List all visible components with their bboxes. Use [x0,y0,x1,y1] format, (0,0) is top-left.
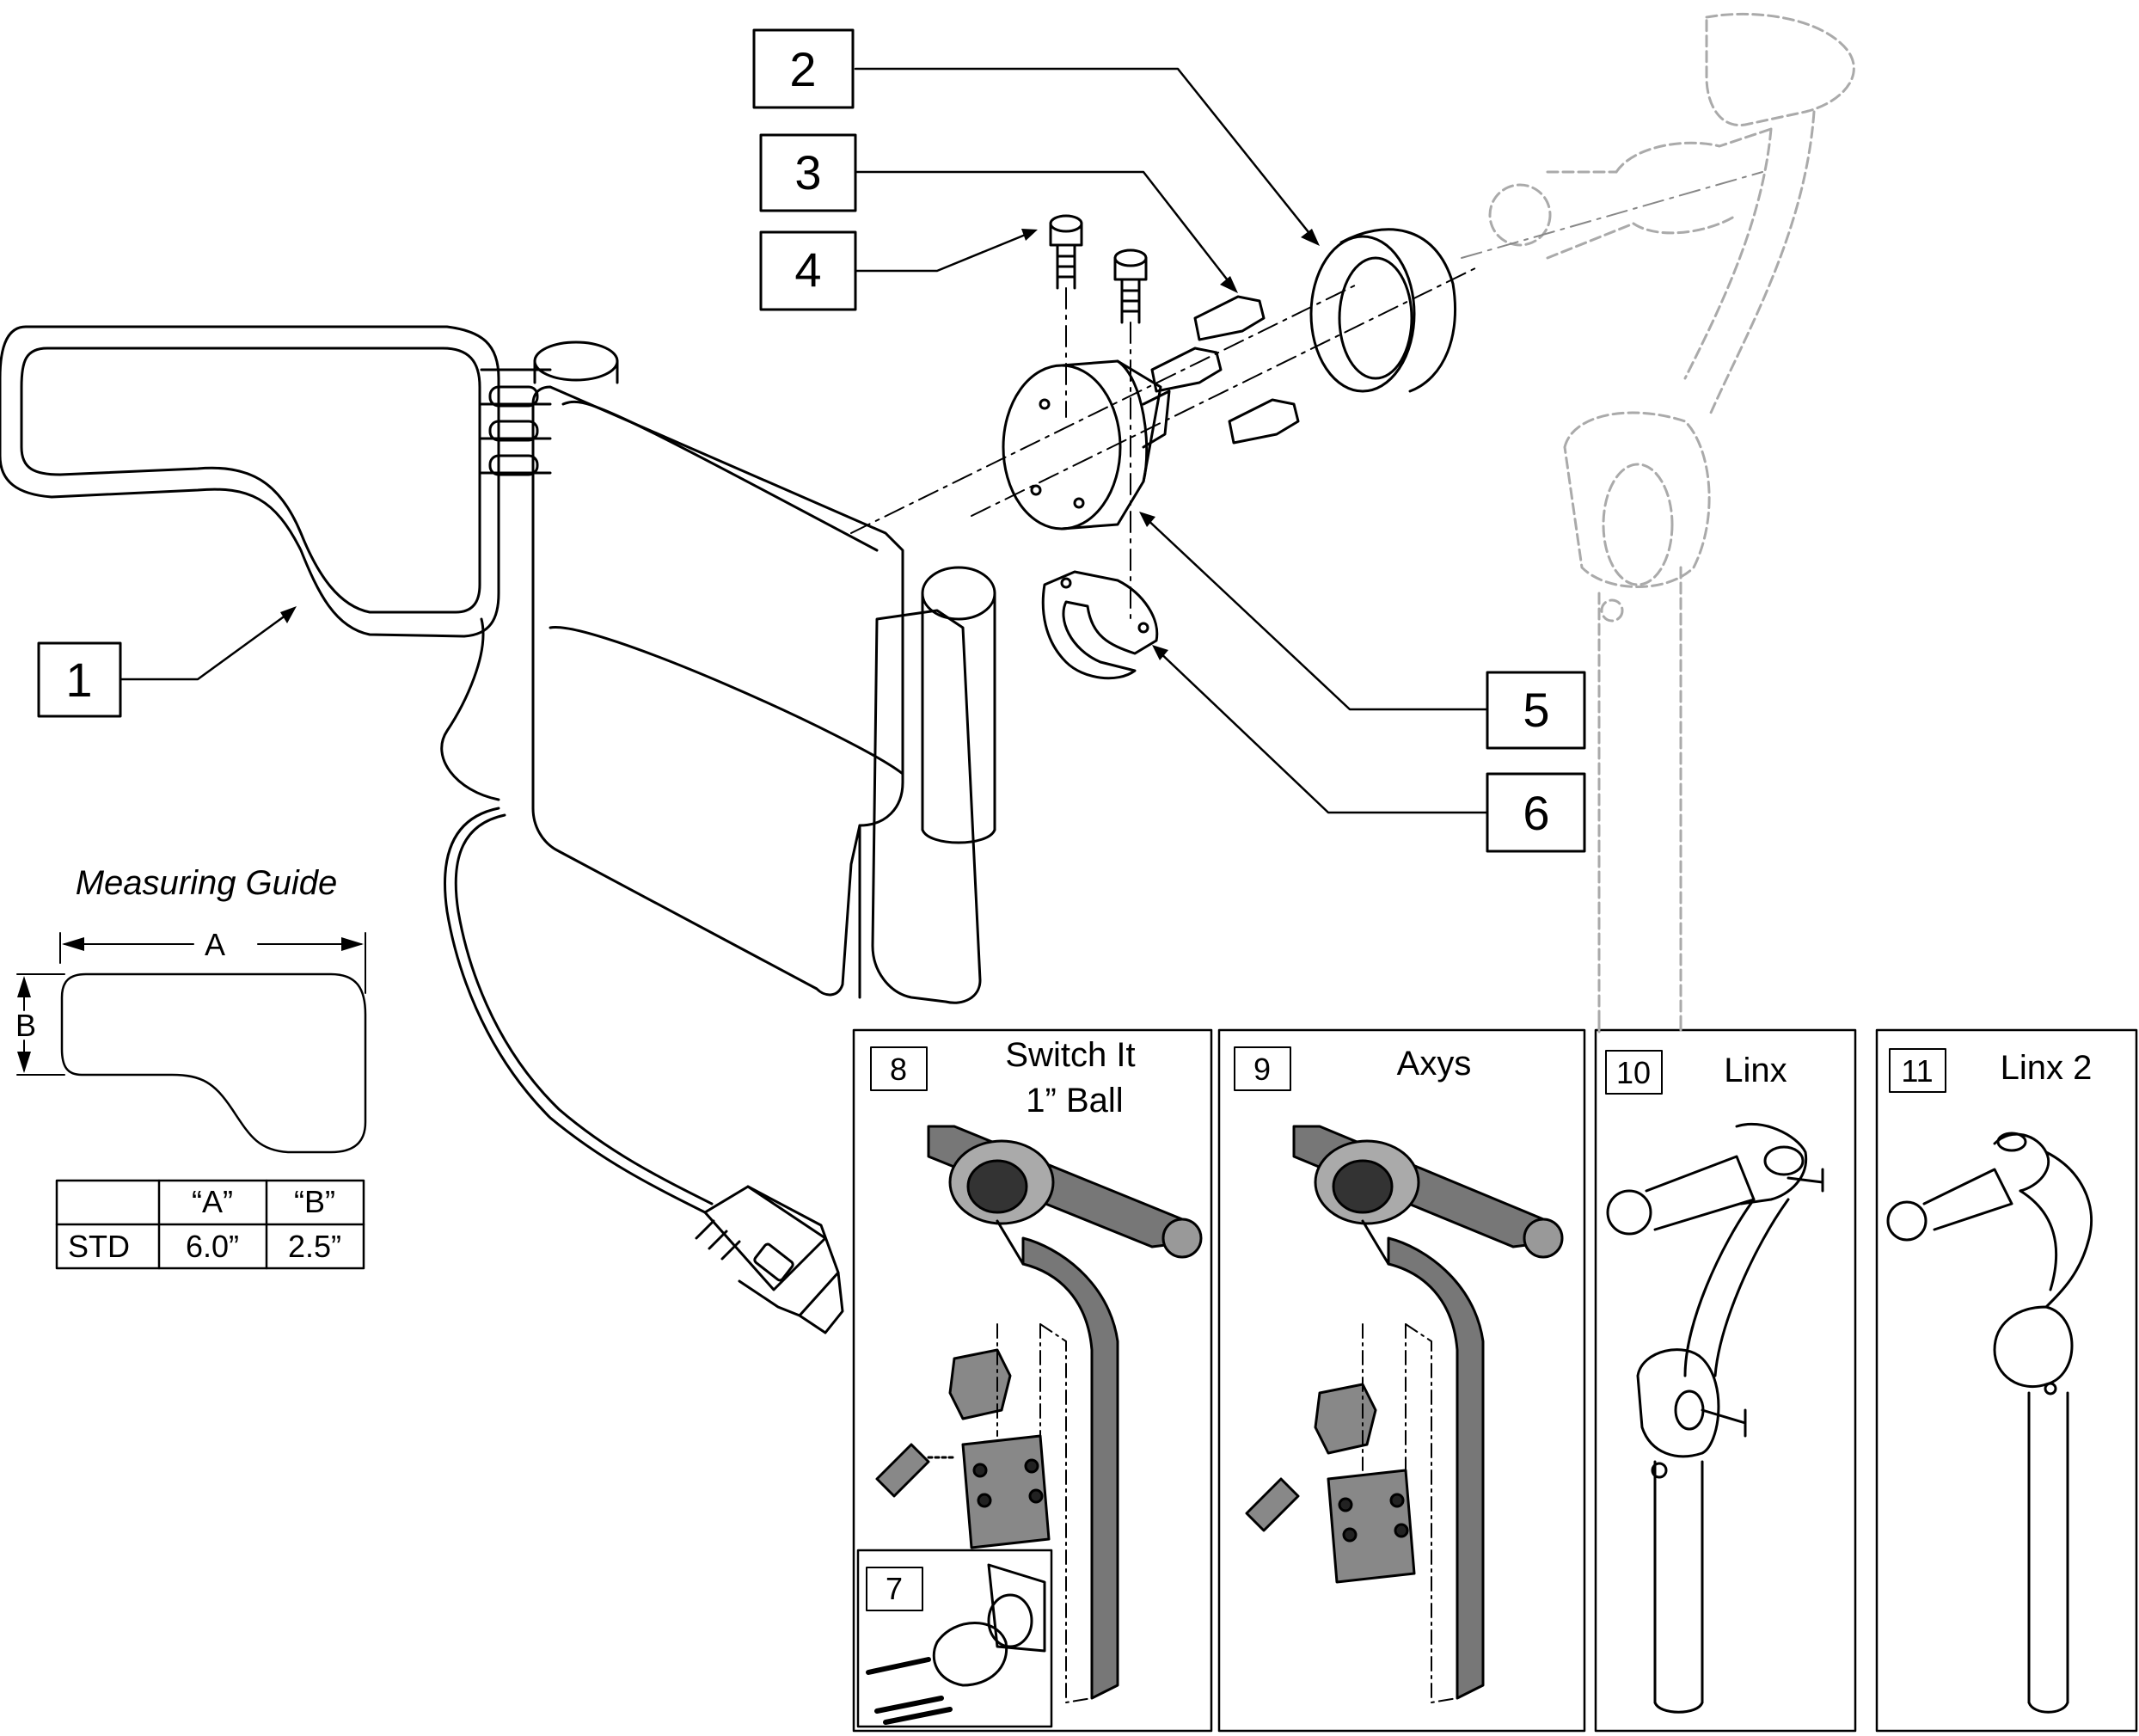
callout-2: 2 [752,28,855,109]
panel-9-title: Axys [1397,1045,1472,1083]
ring-collar-icon [1309,228,1457,393]
panel-8-number: 8 [890,1052,907,1087]
panel-8-title-line1: Switch It [1005,1036,1135,1074]
callout-4: 4 [759,230,857,311]
table-cell-std: STD [68,1229,130,1264]
table-cell-a-value: 6.0” [186,1229,239,1264]
callout-leaders [119,67,1489,814]
panel-10-number: 10 [1616,1055,1651,1090]
callout-arrowheads [280,229,1320,660]
table-header-b: “B” [294,1184,335,1219]
panel-7-number: 7 [886,1571,903,1606]
measuring-guide-title: Measuring Guide [76,864,338,902]
panel-8-title-line2: 1” Ball [1026,1082,1123,1120]
table-cell-b-value: 2.5” [288,1229,341,1264]
panel-8-switch-it: 8 Switch It 1” Ball [852,1028,1213,1733]
callout-6-label: 6 [1523,786,1549,840]
callout-3: 3 [759,133,857,212]
panel-11-linx-2: 11 Linx 2 [1875,1028,2138,1733]
ghost-axis-line [1461,171,1763,259]
assembly-lines [850,266,1480,620]
callout-5-label: 5 [1523,683,1549,737]
callout-5: 5 [1486,671,1586,750]
mount-clamp-icon [1002,359,1171,680]
callout-4-label: 4 [794,242,821,297]
dimension-a-label: A [205,927,225,962]
measuring-guide: Measuring Guide A B “A” “B” STD 6.0” 2.5… [15,864,367,1270]
mounting-arm-ghost [1488,12,1855,1034]
panel-10-title: Linx [1724,1052,1787,1089]
table-header-a: “A” [192,1184,233,1219]
callout-6: 6 [1486,772,1586,853]
measuring-table [55,1179,365,1270]
callout-1-label: 1 [65,653,92,707]
panel-11-title: Linx 2 [2001,1049,2093,1087]
screw-icon [1049,214,1300,445]
callout-1: 1 [37,641,122,718]
panel-9-axys: 9 Axys [1217,1028,1586,1733]
callout-2-label: 2 [789,42,816,96]
panel-10-linx: 10 Linx [1594,1013,1857,1733]
db9-connector-icon [695,1185,844,1334]
dimension-b-label: B [15,1008,36,1043]
joystick-pad-icon [0,325,996,1214]
panel-9-number: 9 [1253,1052,1271,1087]
panel-11-number: 11 [1901,1053,1933,1089]
panel-7: 7 [856,1549,1053,1728]
callout-3-label: 3 [794,145,821,199]
